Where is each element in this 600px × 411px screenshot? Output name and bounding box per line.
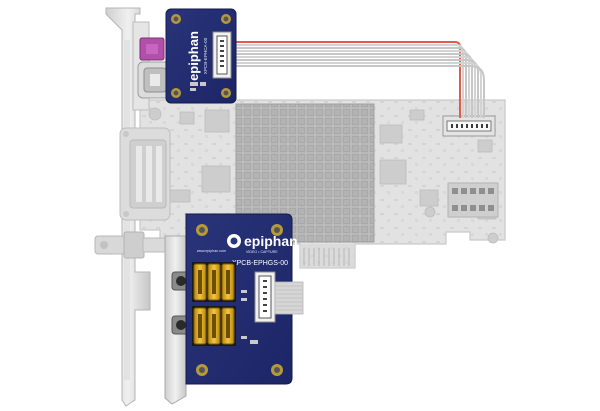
ribbon-header-main — [442, 115, 496, 137]
top-module: epiphan XPCB-EPHCA-00 — [132, 8, 237, 111]
gold-switch-bank — [192, 262, 236, 346]
pcie-edge-connector — [300, 244, 355, 268]
epiphan-logo-icon — [227, 234, 241, 248]
switch-row-lower — [192, 306, 236, 346]
pin-header — [447, 182, 499, 218]
bottom-module: epiphan VIDEO • CAPTURE www.epiphan.com … — [164, 213, 304, 405]
ribbon-cable-bottom — [274, 281, 304, 315]
bottom-module-url: www.epiphan.com — [197, 249, 226, 253]
bottom-module-components — [241, 290, 258, 344]
processor-heatsink — [235, 103, 375, 243]
bottom-module-brand: epiphan — [244, 233, 298, 249]
ribbon-cable-top — [228, 41, 485, 118]
silver-connector — [137, 61, 173, 99]
mounting-holes — [171, 14, 231, 98]
top-module-brand: epiphan — [186, 31, 201, 81]
top-module-model-code: XPCB-EPHCA-00 — [203, 37, 208, 74]
dvi-connector — [119, 127, 171, 221]
bottom-mounting-holes — [196, 224, 283, 376]
bottom-module-tagline: VIDEO • CAPTURE — [246, 250, 278, 254]
bottom-module-ribbon-header — [254, 271, 276, 323]
top-module-ribbon-header — [212, 31, 232, 79]
bottom-module-model-code: XPCB-EPHGS-00 — [232, 260, 288, 267]
top-module-components — [190, 82, 206, 91]
switch-row-upper — [192, 262, 236, 302]
